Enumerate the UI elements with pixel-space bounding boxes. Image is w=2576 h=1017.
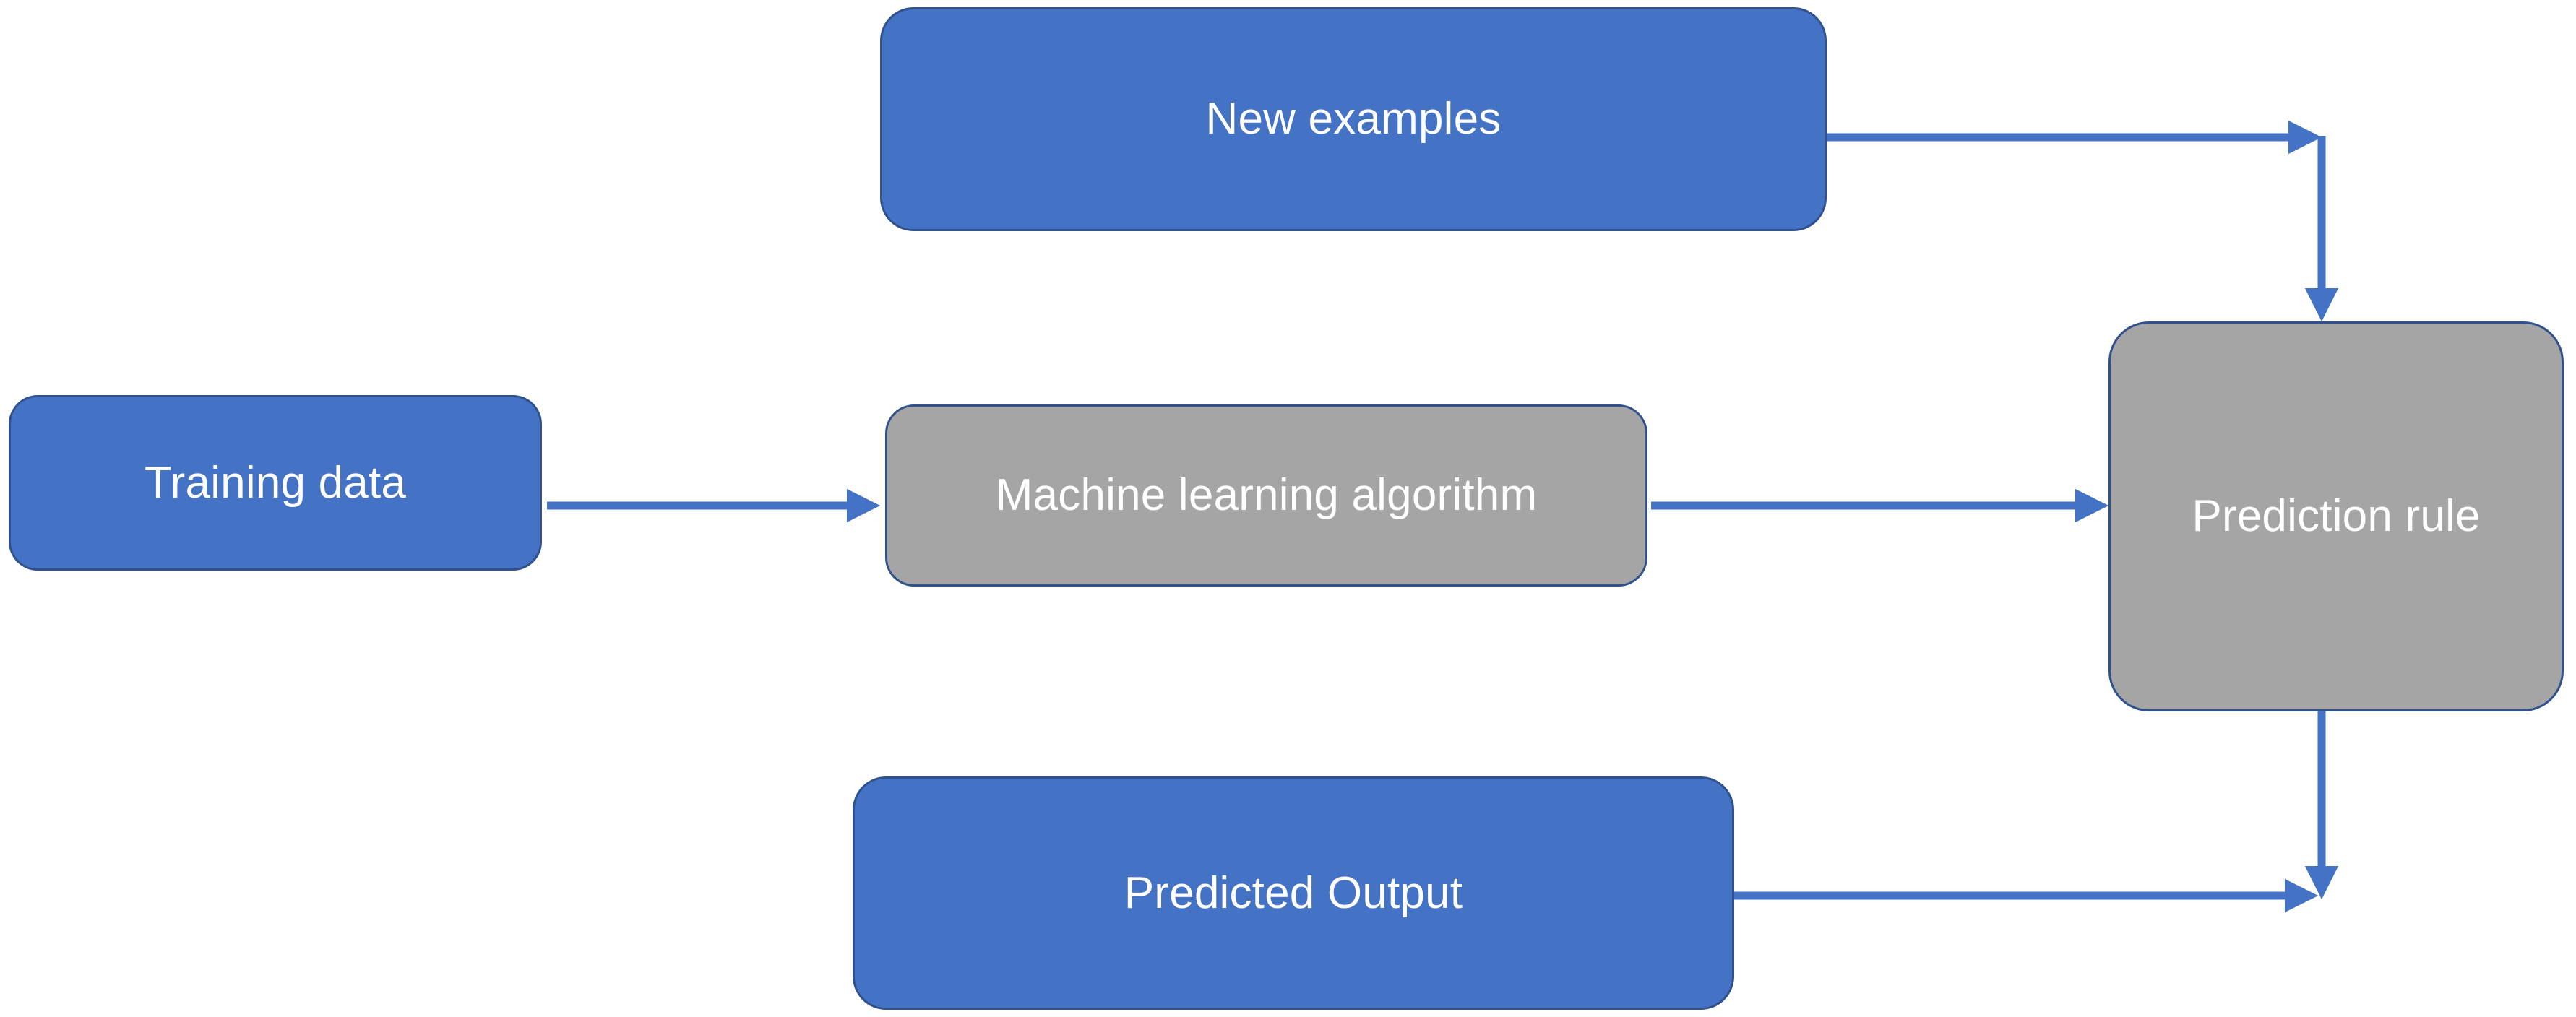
node-new-examples-label: New examples — [1205, 94, 1502, 144]
node-ml-algorithm[interactable]: Machine learning algorithm — [885, 404, 1647, 587]
node-prediction-rule[interactable]: Prediction rule — [2108, 321, 2564, 711]
node-training-data[interactable]: Training data — [9, 395, 542, 571]
node-ml-algorithm-label: Machine learning algorithm — [995, 470, 1538, 521]
node-new-examples[interactable]: New examples — [880, 7, 1827, 231]
node-prediction-rule-label: Prediction rule — [2192, 491, 2481, 542]
node-predicted-output-label: Predicted Output — [1124, 867, 1463, 918]
node-predicted-output[interactable]: Predicted Output — [853, 776, 1734, 1010]
node-training-data-label: Training data — [144, 457, 407, 508]
